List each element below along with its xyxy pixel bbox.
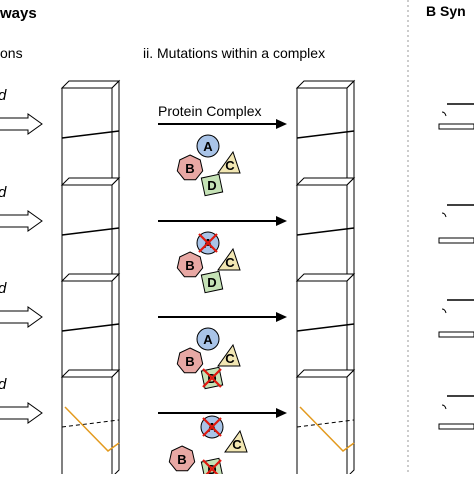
protein-b-label: B <box>185 161 194 176</box>
protein-c-shape <box>217 247 241 271</box>
block-top-face <box>295 177 356 186</box>
block-front-face <box>296 376 348 478</box>
block-top-face <box>295 80 356 89</box>
panel-b-fragments <box>438 103 474 430</box>
block-top-face <box>295 273 356 282</box>
block-divider <box>296 130 355 139</box>
protein-a-shape <box>196 134 220 158</box>
block-front-face <box>296 280 348 382</box>
protein-c-shape <box>217 343 241 367</box>
block-divider-dashed <box>296 419 355 428</box>
row-letter: d <box>0 376 7 393</box>
block-side-face <box>111 272 120 383</box>
column-ii-label: ii. Mutations within a complex <box>143 45 325 61</box>
block-side-face <box>346 79 355 190</box>
row-1: dBDCA Protein Complex <box>0 79 356 197</box>
protein-b-shape <box>176 154 204 181</box>
column-i-label: ons <box>0 45 23 61</box>
hollow-arrow-icon <box>0 402 43 424</box>
protein-b-shape <box>176 347 204 374</box>
block-front-face <box>296 184 348 286</box>
protein-d-label: D <box>207 178 216 193</box>
protein-b-shape <box>168 445 196 472</box>
row-4: dBDCA <box>0 368 356 479</box>
protein-a-label: A <box>203 139 213 154</box>
fitness-line <box>64 406 120 452</box>
protein-c-shape <box>217 150 241 174</box>
protein-a-label: A <box>203 332 213 347</box>
row-letter: d <box>0 280 7 297</box>
mutation-x-icon <box>198 233 218 253</box>
panel-a-title: ways <box>0 5 37 22</box>
mutation-x-icon <box>202 368 222 388</box>
rows-layer: dBDCAProtein ComplexdBDCAdBDCAdBDCA <box>0 79 356 479</box>
protein-b-label: B <box>185 354 194 369</box>
row-letter: d <box>0 87 7 104</box>
block-front-face <box>61 184 113 286</box>
fitness-line <box>299 406 355 452</box>
protein-b-label: B <box>177 452 186 467</box>
block-front-face <box>61 280 113 382</box>
protein-complex-label: Protein Complex <box>158 103 262 119</box>
protein-c-label: C <box>225 158 235 173</box>
protein-c-label: C <box>225 351 235 366</box>
block-front-face <box>61 87 113 189</box>
block-divider <box>61 323 120 332</box>
hollow-arrow-icon <box>0 306 43 328</box>
block-top-face <box>60 273 121 282</box>
protein-c-label: C <box>225 255 235 270</box>
row-letter: d <box>0 184 7 201</box>
block-top-face <box>60 369 121 378</box>
protein-c-shape <box>224 429 248 453</box>
row-3: dBDCA <box>0 272 356 390</box>
block-side-face <box>346 272 355 383</box>
panel-b-title: B Syn <box>426 3 466 19</box>
block-divider <box>61 130 120 139</box>
block-front-face <box>61 376 113 478</box>
block-side-face <box>346 368 355 479</box>
block-front-face <box>296 87 348 189</box>
block-side-face <box>111 79 120 190</box>
block-side-face <box>346 176 355 287</box>
protein-a-shape <box>196 327 220 351</box>
block-side-face <box>111 176 120 287</box>
protein-d-shape <box>200 270 224 294</box>
protein-d-shape <box>200 173 224 197</box>
hollow-arrow-icon <box>0 210 43 232</box>
hollow-arrow-icon <box>0 113 43 135</box>
block-side-face <box>111 368 120 479</box>
block-top-face <box>60 177 121 186</box>
block-divider-dashed <box>61 419 120 428</box>
row-2: dBDCA <box>0 176 356 294</box>
block-divider <box>296 323 355 332</box>
protein-b-label: B <box>185 258 194 273</box>
arrow-head-icon <box>276 216 287 226</box>
mutation-x-icon <box>202 417 222 437</box>
block-top-face <box>60 80 121 89</box>
protein-c-label: C <box>232 437 242 452</box>
protein-d-label: D <box>207 275 216 290</box>
arrow-head-icon <box>276 119 287 129</box>
protein-b-shape <box>176 251 204 278</box>
arrow-head-icon <box>276 408 287 418</box>
arrow-head-icon <box>276 312 287 322</box>
block-top-face <box>295 369 356 378</box>
block-divider <box>61 227 120 236</box>
block-divider <box>296 227 355 236</box>
